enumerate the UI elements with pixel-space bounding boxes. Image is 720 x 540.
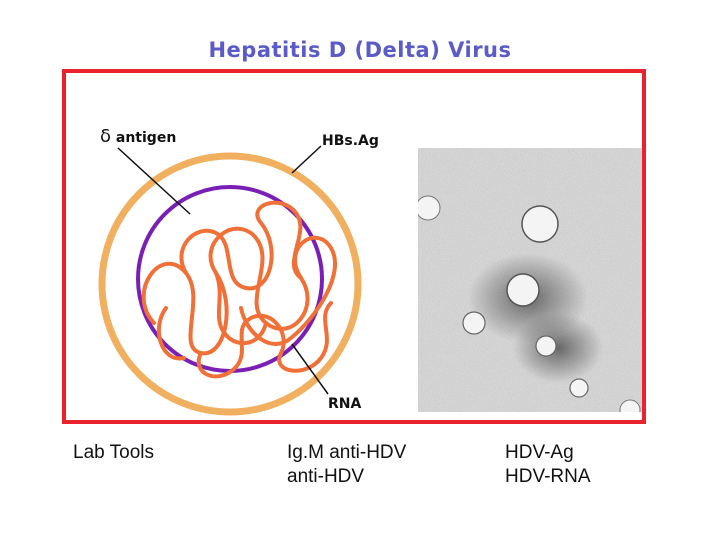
lab-tools-label: Lab Tools bbox=[73, 442, 154, 463]
delta-antigen-leader bbox=[117, 147, 191, 215]
rna-strand bbox=[141, 200, 338, 379]
diagram-frame: δ antigen HBs.Ag RNA bbox=[62, 69, 646, 424]
delta-antigen-label: δ antigen bbox=[100, 126, 177, 147]
delta-symbol: δ bbox=[100, 126, 112, 147]
rna-label: RNA bbox=[328, 396, 362, 412]
lab-test-item: anti-HDV bbox=[287, 466, 365, 487]
virus-diagram bbox=[98, 145, 362, 416]
slide-title: Hepatitis D (Delta) Virus bbox=[208, 38, 512, 62]
micrograph-particles bbox=[418, 195, 641, 412]
hbsag-envelope bbox=[98, 152, 362, 416]
hbsag-leader bbox=[291, 145, 322, 174]
lab-test-item: HDV-Ag bbox=[505, 442, 574, 463]
lab-test-item: HDV-RNA bbox=[505, 466, 591, 487]
lab-test-item: Ig.M anti-HDV bbox=[287, 442, 407, 463]
lab-tools-antibody-tests: Ig.M anti-HDV anti-HDV bbox=[287, 441, 406, 489]
rna-leader bbox=[291, 343, 329, 395]
lab-tools-antigen-tests: HDV-Ag HDV-RNA bbox=[505, 441, 591, 489]
hbsag-label: HBs.Ag bbox=[322, 133, 379, 149]
electron-micrograph-image bbox=[418, 148, 642, 412]
delta-antigen-capsid bbox=[136, 185, 324, 373]
